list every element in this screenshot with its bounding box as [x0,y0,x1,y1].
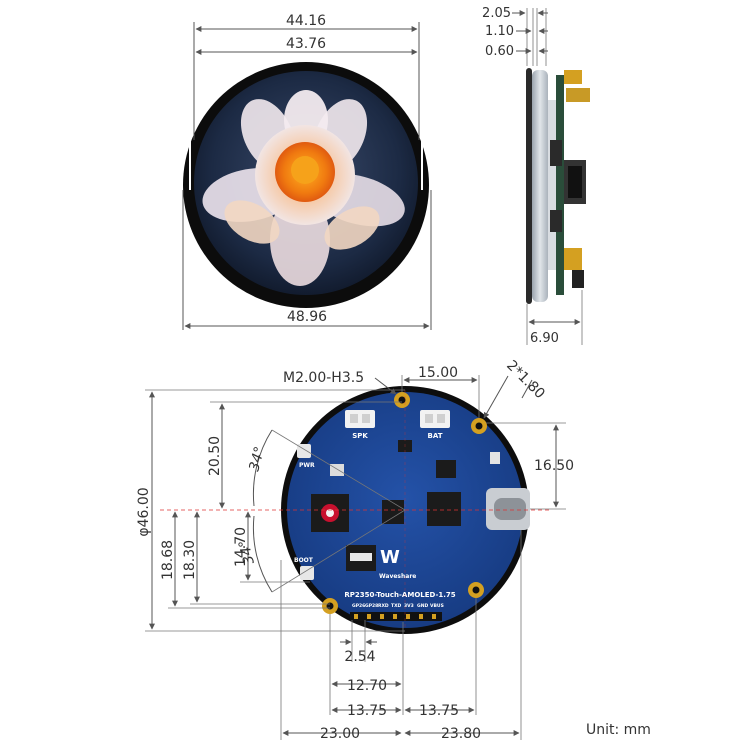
label-bat: BAT [428,432,443,440]
label-model: RP2350-Touch-AMOLED-1.75 [344,591,455,599]
pin-label: GP28 [365,603,378,609]
bat-connector [420,410,450,428]
pin-label: GND [417,603,428,609]
dim-half-left: 13.75 [347,703,387,719]
spk-connector [345,410,375,428]
pin-label: 3V3 [404,603,414,609]
dim-inner-top: 43.76 [286,36,326,52]
pin-label: VBUS [430,603,444,609]
dim-left-c: 14.70 [233,527,249,567]
pin-label: GP26 [352,603,365,609]
dim-angle-bottom: 34° [236,538,258,566]
dim-bottom-width: 48.96 [287,309,327,325]
dim-left-a: 18.68 [160,540,176,580]
dim-right-holes: 2*1.80 [503,358,548,403]
dim-upper-left: 20.50 [207,436,223,476]
dim-angle-top: 34° [246,445,268,473]
dim-left-b: 18.30 [182,540,198,580]
dim-bottom-right: 23.80 [441,726,481,742]
dim-side-d2: 1.10 [485,24,514,39]
flower-image [202,90,405,286]
pin-header: GP26 GP28 RXD TXD 3V3 GND VBUS [350,603,444,621]
dim-side-thickness: 6.90 [530,331,559,346]
label-boot: BOOT [294,557,314,564]
dim-side-d3: 0.60 [485,44,514,59]
mount-holes [322,392,487,614]
label-spk: SPK [352,432,368,440]
dim-mount-hole: M2.00-H3.5 [283,370,364,386]
board-view: SPK BAT PWR BOOT W Waveshare RP2350-Touc… [136,358,651,742]
ic-right [427,492,461,526]
dim-diameter: φ46.00 [136,487,152,536]
unit-label: Unit: mm [586,722,651,738]
pin-label: TXD [391,603,402,609]
label-pwr: PWR [299,462,315,469]
side-view: 2.05 1.10 0.60 6.90 [482,6,590,346]
waveshare-logo: W [380,547,400,568]
dim-side-d1: 2.05 [482,6,511,21]
dim-usb-height: 16.50 [534,458,574,474]
label-brand: Waveshare [379,573,416,580]
top-view: 44.16 43.76 48.96 [182,13,432,330]
side-body [532,70,548,302]
dim-outer-top: 44.16 [286,13,326,29]
dim-top-span: 15.00 [418,365,458,381]
dim-pin-pitch: 2.54 [344,649,375,665]
dim-bottom-left: 23.00 [320,726,360,742]
dim-half-right: 13.75 [419,703,459,719]
dim-pin-span: 12.70 [347,678,387,694]
pin-label: RXD [378,603,389,609]
